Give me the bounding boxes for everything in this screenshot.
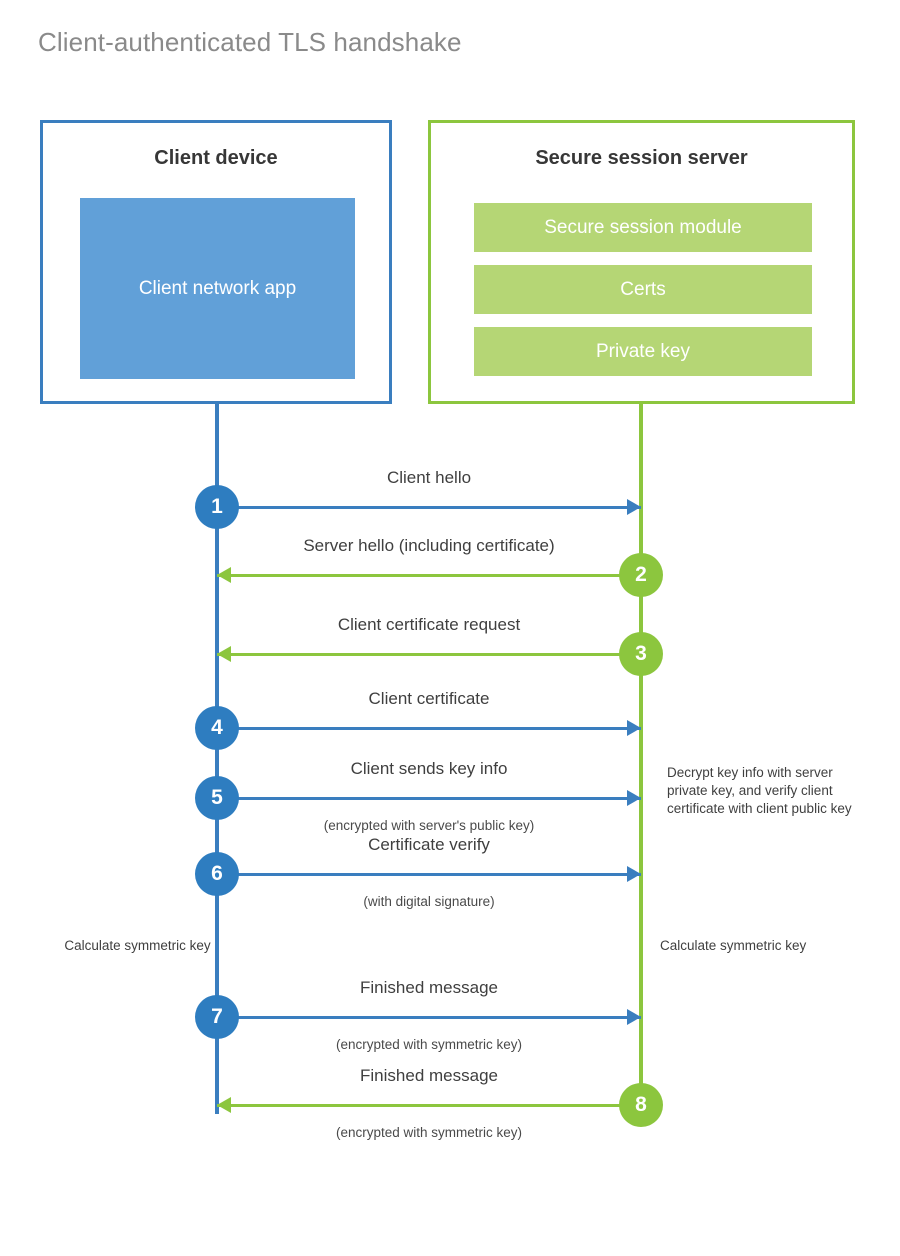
step-badge-4[interactable]: 4 [195,706,239,750]
arrow-head-8 [217,1097,231,1113]
step-label-8: Finished message [360,1066,498,1085]
client-lifeline [215,404,219,1114]
step-sublabel-7: (encrypted with symmetric key) [335,1037,523,1052]
step-badge-1[interactable]: 1 [195,485,239,529]
step-label-4: Client certificate [368,689,490,708]
arrow-head-5 [627,790,641,806]
step-sublabel-8: (encrypted with symmetric key) [335,1125,523,1140]
arrow-line-2 [217,574,641,577]
arrow-head-4 [627,720,641,736]
secure-session-server-title: Secure session server [535,147,748,169]
arrow-head-3 [217,646,231,662]
arrow-head-7 [627,1009,641,1025]
arrow-line-4 [217,727,641,730]
step-label-2: Server hello (including certificate) [303,536,555,555]
step-label-3: Client certificate request [337,615,521,634]
step-label-6: Certificate verify [368,835,490,854]
step-badge-8[interactable]: 8 [619,1083,663,1127]
arrow-line-6 [217,873,641,876]
arrow-line-5 [217,797,641,800]
arrow-line-1 [217,506,641,509]
server-lifeline [639,404,643,1106]
step-badge-3[interactable]: 3 [619,632,663,676]
step-badge-6[interactable]: 6 [195,852,239,896]
step-badge-7[interactable]: 7 [195,995,239,1039]
arrow-line-8 [217,1104,641,1107]
step-label-7: Finished message [360,978,498,997]
step-badge-5[interactable]: 5 [195,776,239,820]
step-badge-2[interactable]: 2 [619,553,663,597]
arrow-line-3 [217,653,641,656]
step-label-5: Client sends key info [350,759,508,778]
client-network-app-block: Client network app [80,198,355,379]
arrow-head-2 [217,567,231,583]
arrow-head-1 [627,499,641,515]
server-decrypt-note: Decrypt key info with server private key… [667,765,852,816]
arrow-head-6 [627,866,641,882]
server-component-certs: Certs [474,265,812,314]
secure-session-server-box: Secure session server Secure session mod… [428,120,855,404]
arrow-line-7 [217,1016,641,1019]
server-component-private-key: Private key [474,327,812,376]
client-device-box: Client device Client network app [40,120,392,404]
server-calculate-symmetric-key-note: Calculate symmetric key [660,938,807,953]
step-label-1: Client hello [386,468,472,487]
page-title: Client-authenticated TLS handshake [38,27,462,57]
step-sublabel-6: (with digital signature) [363,894,495,909]
client-calculate-symmetric-key-note: Calculate symmetric key [64,938,211,953]
client-device-title: Client device [154,147,278,169]
server-component-secure-session-module: Secure session module [474,203,812,252]
step-sublabel-5: (encrypted with server's public key) [323,818,535,833]
